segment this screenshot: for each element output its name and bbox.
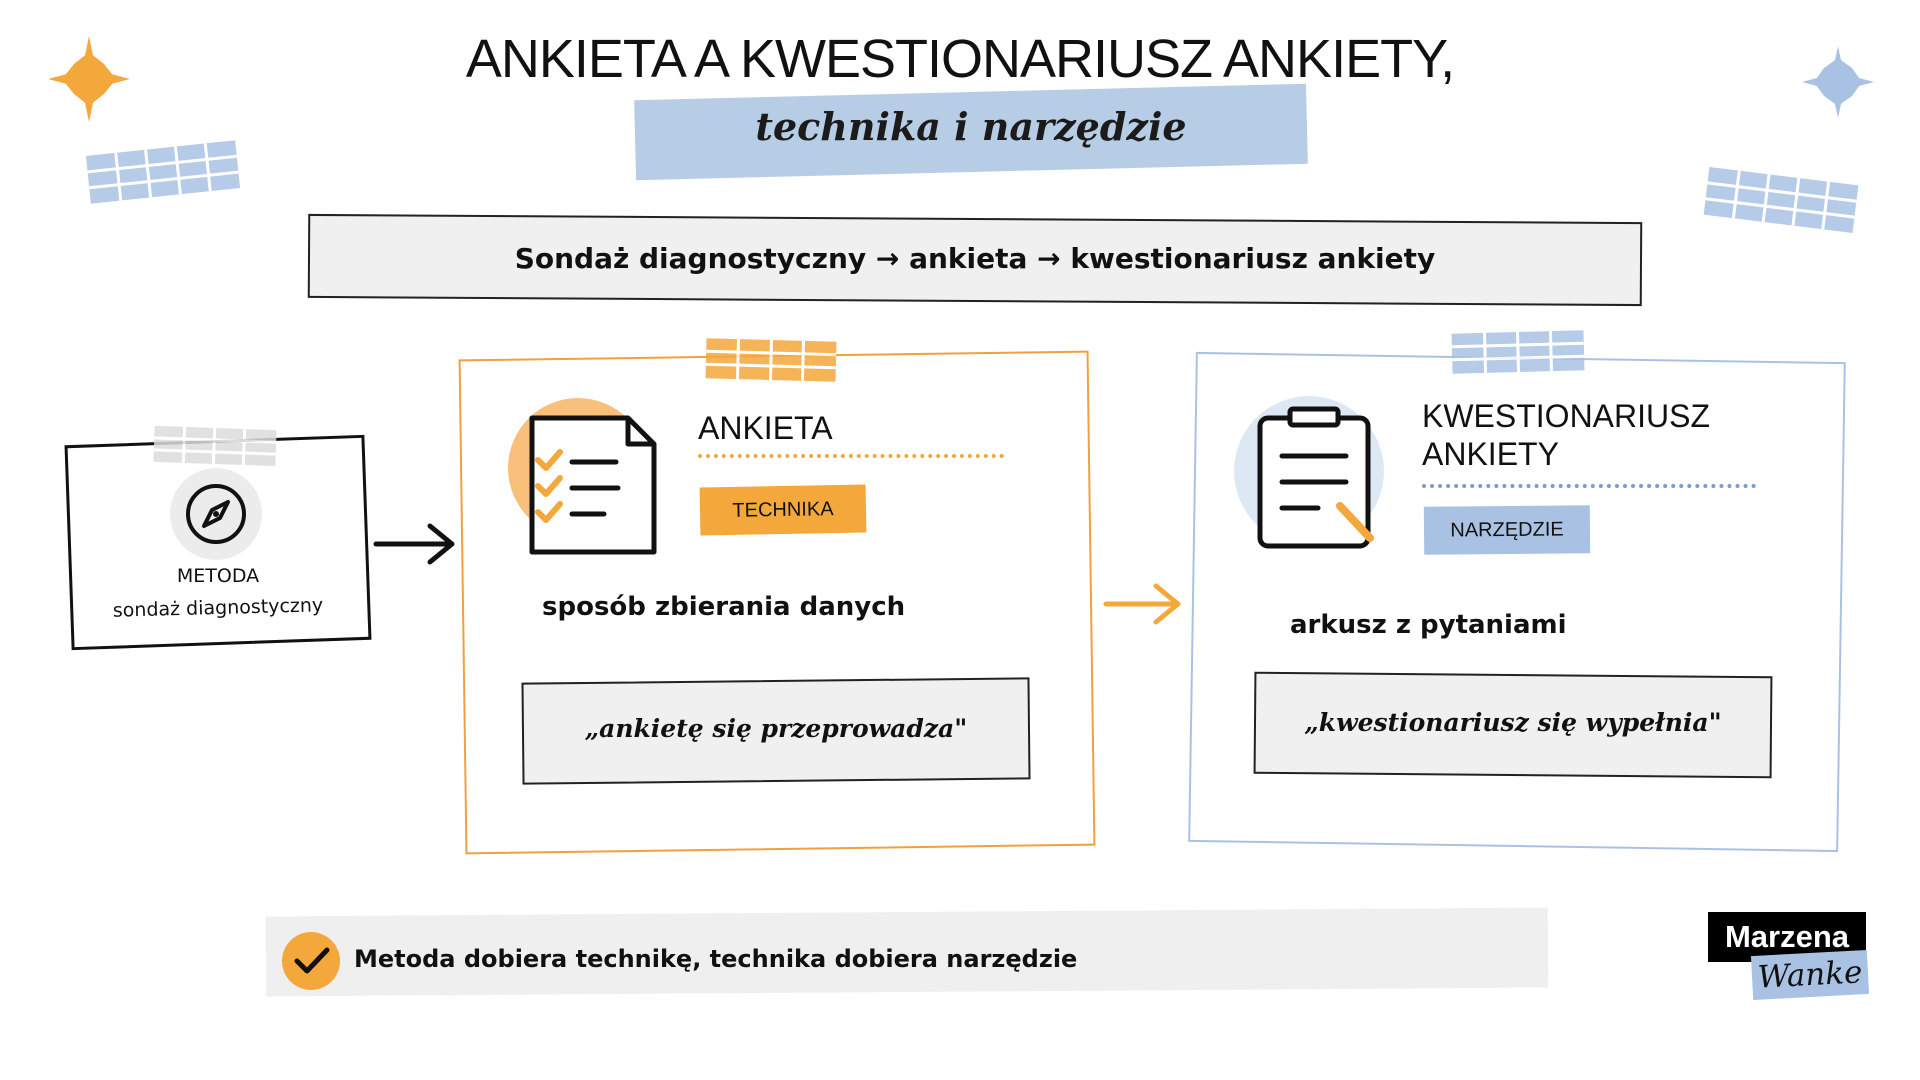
ankieta-badge: TECHNIKA bbox=[699, 484, 867, 536]
kwestionariusz-tape bbox=[1451, 330, 1585, 374]
blue-star-icon bbox=[1802, 46, 1874, 118]
logo-surname: Wanke bbox=[1750, 949, 1870, 1001]
decorative-tape-right bbox=[1703, 167, 1859, 233]
ankieta-description: sposób zbierania danych bbox=[542, 592, 906, 622]
orange-star-icon bbox=[48, 36, 130, 122]
ankieta-tape bbox=[705, 338, 837, 382]
decorative-tape-left bbox=[85, 140, 241, 204]
compass-icon bbox=[186, 484, 246, 544]
ankieta-quote: „ankietę się przeprowadza" bbox=[584, 714, 968, 743]
arrow-right-orange-icon bbox=[1103, 583, 1181, 625]
metoda-tape bbox=[153, 425, 277, 467]
kwestionariusz-heading-line1: KWESTIONARIUSZ bbox=[1422, 398, 1711, 434]
clipboard-icon bbox=[1257, 406, 1374, 549]
arrow-right-icon bbox=[373, 523, 455, 565]
kwestionariusz-quote: „kwestionariusz się wypełnia" bbox=[1304, 708, 1722, 737]
flow-text: Sondaż diagnostyczny → ankieta → kwestio… bbox=[514, 242, 1436, 275]
summary-text: Metoda dobiera technikę, technika dobier… bbox=[354, 945, 1078, 973]
checkmark-icon bbox=[294, 947, 330, 974]
ankieta-heading: ANKIETA bbox=[698, 410, 833, 446]
kwestionariusz-description: arkusz z pytaniami bbox=[1290, 610, 1567, 640]
document-checklist-icon bbox=[529, 415, 657, 555]
check-circle bbox=[282, 932, 340, 990]
ankieta-dotted-line bbox=[698, 454, 1004, 458]
kwestionariusz-dotted-line bbox=[1422, 484, 1756, 488]
kwestionariusz-heading-line2: ANKIETY bbox=[1422, 436, 1559, 472]
kwestionariusz-badge: NARZĘDZIE bbox=[1423, 505, 1591, 555]
metoda-label: METODA bbox=[176, 565, 260, 587]
page-title: ANKIETA A KWESTIONARIUSZ ANKIETY, bbox=[465, 29, 1455, 89]
page-subtitle: technika i narzędzie bbox=[755, 104, 1187, 149]
